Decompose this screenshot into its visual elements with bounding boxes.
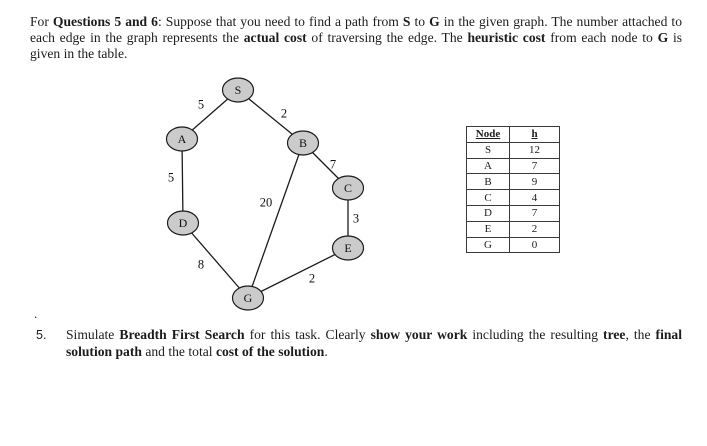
text-segment: G (657, 30, 669, 45)
text-segment: is given in the table. (30, 30, 683, 61)
table-cell: 2 (509, 220, 560, 238)
table-cell: 4 (509, 189, 560, 206)
text-segment: show your work (370, 327, 468, 342)
edge-cost-label-B-G: 20 (260, 195, 273, 209)
graph-edge-A-D (181, 138, 184, 224)
graph-node-label-C: C (344, 181, 352, 195)
intro-paragraph: For Questions 5 and 6: Suppose that you … (30, 14, 682, 62)
edge-cost-label-C-E: 3 (353, 211, 359, 225)
text-segment: and the total (141, 343, 216, 359)
table-cell: 12 (509, 141, 560, 159)
text-segment: actual cost (243, 30, 307, 45)
graph-node-G (231, 285, 265, 311)
table-header-h: h (509, 126, 560, 143)
stray-period: . (34, 306, 38, 321)
edge-cost-label-D-G: 8 (198, 257, 204, 271)
text-segment: tree (603, 327, 626, 342)
graph-node-E (331, 235, 365, 261)
table-cell: D (466, 204, 510, 222)
text-segment: : Suppose that you need to find a path f… (157, 14, 403, 29)
table-cell: 7 (509, 157, 560, 175)
edge-cost-label-S-B: 2 (281, 106, 287, 120)
text-segment: G (429, 14, 440, 29)
table-cell: G (466, 236, 510, 254)
graph-node-C (331, 175, 365, 201)
edge-cost-label-S-A: 5 (198, 97, 204, 111)
table-cell: E (466, 220, 510, 238)
graph-edge-E-G (247, 247, 349, 299)
table-header-row: Node h (466, 126, 560, 143)
graph-node-D (166, 210, 200, 236)
text-segment: cost of the solution (215, 343, 325, 359)
table-cell: 9 (509, 173, 560, 191)
text-segment: heuristic cost (467, 30, 546, 45)
table-cell: 7 (509, 204, 560, 222)
table-cell: S (466, 141, 510, 159)
graph-node-label-G: G (244, 291, 253, 305)
text-segment: , the (625, 327, 656, 342)
edge-cost-label-B-C: 7 (330, 157, 336, 171)
text-segment: including the resulting (467, 327, 604, 342)
graph-node-label-E: E (344, 241, 351, 255)
graph-node-S (221, 77, 255, 103)
text-segment: for this task. Clearly (244, 327, 371, 342)
graph-node-A (165, 126, 199, 152)
table-header-node: Node (466, 126, 510, 143)
edge-cost-label-A-D: 5 (168, 170, 174, 184)
question-5: 5. Simulate Breadth First Search for thi… (36, 327, 682, 360)
text-segment: S (402, 14, 411, 29)
text-segment: to (410, 14, 430, 29)
graph-edge-D-G (182, 222, 249, 299)
text-segment: For (30, 14, 53, 29)
text-segment: in the given graph. The number attached … (30, 14, 682, 45)
table-cell: 0 (509, 236, 560, 254)
graph-edge-B-G (247, 142, 304, 299)
text-segment: final solution path (66, 327, 682, 359)
text-segment: from each node to (545, 30, 658, 45)
table-cell: A (466, 157, 510, 175)
text-segment: Questions 5 and 6 (52, 14, 158, 29)
question-text: Simulate Breadth First Search for this t… (66, 327, 682, 360)
text-segment: of traversing the edge. The (306, 30, 468, 45)
table-cell: C (466, 189, 510, 206)
edge-cost-label-E-G: 2 (309, 271, 315, 285)
text-segment: . (324, 343, 328, 359)
graph-node-label-B: B (299, 136, 307, 150)
question-number: 5. (36, 328, 47, 342)
text-segment: Breadth First Search (119, 327, 245, 342)
graph-node-B (286, 130, 320, 156)
table-cell: B (466, 173, 510, 191)
graph-node-label-D: D (179, 216, 188, 230)
graph-node-label-A: A (178, 132, 187, 146)
text-segment: Simulate (66, 327, 120, 342)
graph-node-label-S: S (235, 83, 242, 97)
